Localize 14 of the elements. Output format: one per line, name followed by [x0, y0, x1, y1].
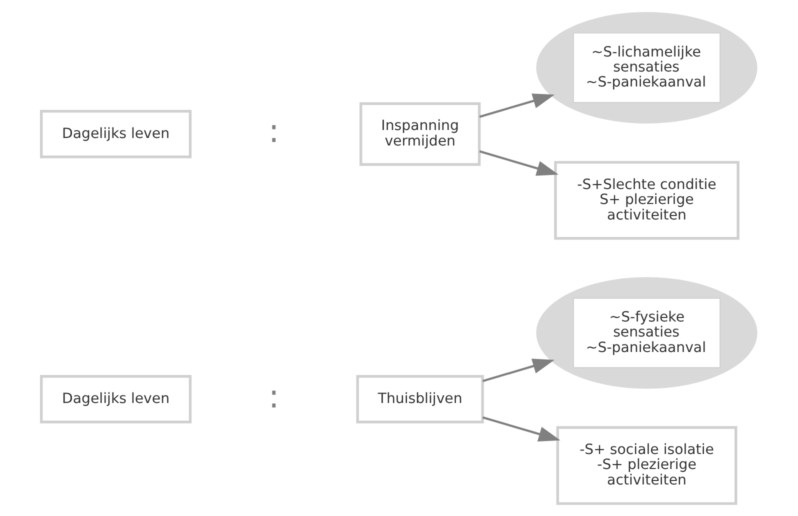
node-ellipse: ~S-fysieke sensaties ~S-paniekaanval — [536, 277, 758, 389]
node-box: -S+Slechte conditie S+ plezierige activiteiten — [554, 160, 740, 240]
arrow — [482, 358, 554, 382]
arrow — [479, 94, 555, 118]
arrow — [479, 150, 559, 176]
node-box: Inspanning vermijden — [359, 102, 481, 166]
arrow — [482, 416, 560, 442]
label: : — [268, 377, 280, 416]
label: : — [268, 112, 280, 150]
node-box: Dagelijks leven — [40, 375, 192, 424]
node-box: Thuisblijven — [356, 375, 484, 424]
node-ellipse: ~S-lichamelijke sensaties ~S-paniekaanval — [536, 12, 758, 124]
node-box: -S+ sociale isolatie -S+ plezierige activiteiten — [556, 426, 738, 505]
node-box: Dagelijks leven — [40, 110, 192, 158]
